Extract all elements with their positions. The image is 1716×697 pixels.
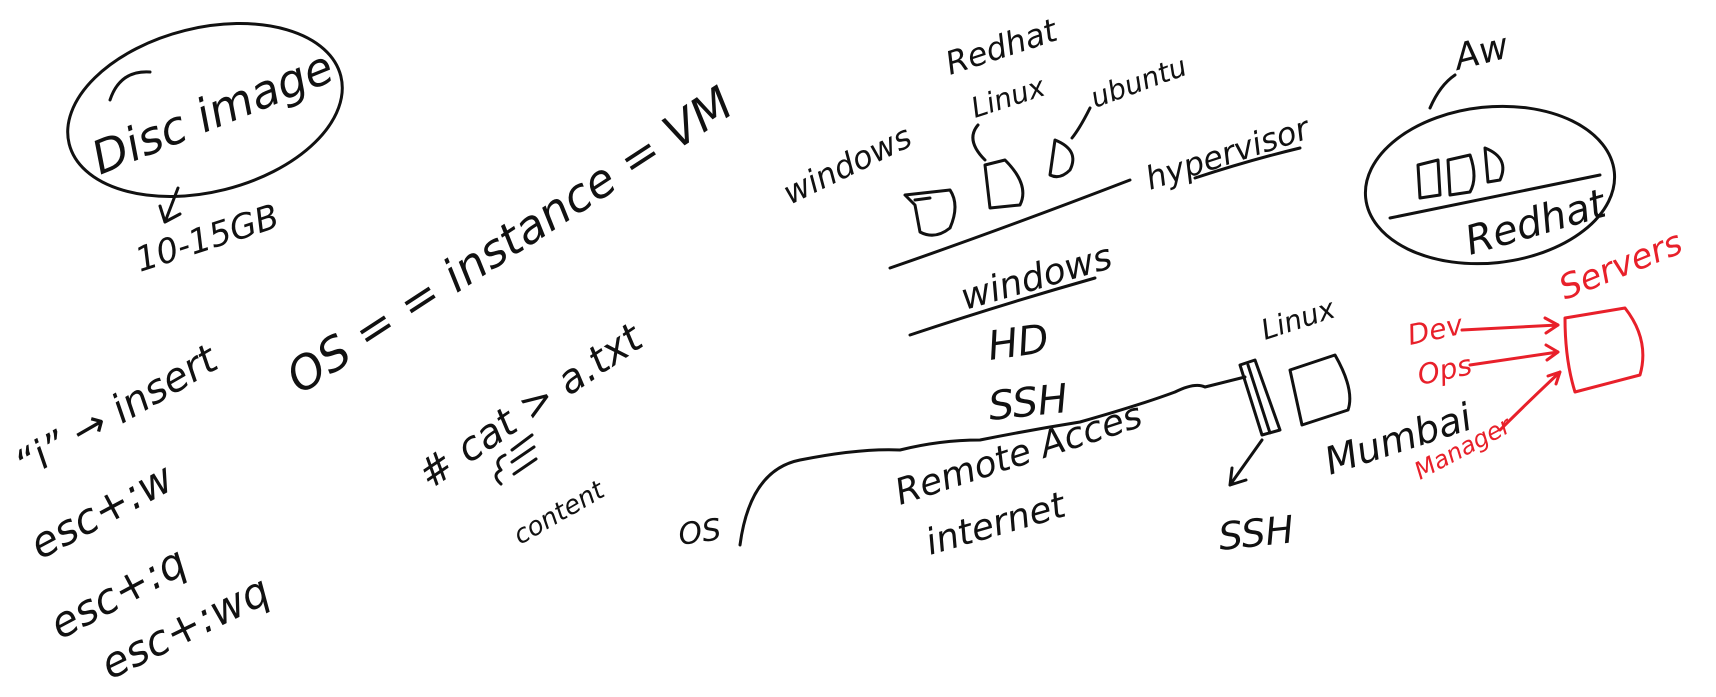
ssh-arrow bbox=[1228, 438, 1264, 487]
content-brace bbox=[494, 433, 538, 486]
linux-server-left bbox=[1238, 358, 1282, 437]
vm-box-1 bbox=[903, 188, 957, 237]
hypervisor-line bbox=[888, 178, 1132, 270]
dev-arrow bbox=[1460, 316, 1560, 335]
linux-label: Linux bbox=[967, 70, 1049, 125]
aws-pointer bbox=[1428, 73, 1457, 110]
hypervisor-label: hypervisor bbox=[1141, 108, 1316, 197]
ssh-top-label: SSH bbox=[986, 376, 1070, 430]
size-label: 10-15GB bbox=[130, 197, 284, 281]
linux-server-right bbox=[1288, 353, 1352, 427]
servers-box bbox=[1563, 306, 1645, 394]
disc-image-circle bbox=[66, 22, 344, 198]
content-label: content bbox=[509, 475, 611, 551]
linux-label-remote: Linux bbox=[1257, 292, 1339, 347]
size-arrow bbox=[158, 186, 182, 224]
aws-divider bbox=[1388, 173, 1602, 220]
remote-connection-line bbox=[738, 375, 1247, 547]
aws-label: Aw bbox=[1448, 26, 1513, 79]
ubuntu-pointer bbox=[1070, 106, 1092, 140]
vm-box-2 bbox=[983, 158, 1025, 210]
vm-box-3 bbox=[1048, 138, 1075, 179]
hypervisor-underline bbox=[1193, 146, 1302, 180]
insert-key-text: “i” → insert bbox=[7, 335, 226, 488]
ssh-bottom-label: SSH bbox=[1216, 507, 1296, 559]
redhat-label: Redhat bbox=[941, 11, 1063, 83]
ubuntu-label: ubuntu bbox=[1086, 49, 1191, 114]
ops-arrow bbox=[1468, 343, 1560, 367]
ops-label: Ops bbox=[1415, 348, 1475, 392]
aws-vm-boxes bbox=[1416, 146, 1505, 200]
redhat-pointer bbox=[971, 123, 987, 162]
hd-line bbox=[908, 276, 1097, 337]
os-equation: OS = = instance = VM bbox=[277, 76, 743, 405]
disc-image-label: Disc image bbox=[84, 39, 341, 185]
aws-circle bbox=[1363, 104, 1617, 266]
aws-redhat-label: Redhat bbox=[1460, 181, 1612, 265]
windows-top-label: windows bbox=[777, 118, 918, 213]
disc-image-tail bbox=[108, 70, 152, 102]
cat-command-text: # cat > a.txt bbox=[410, 314, 652, 498]
hd-label: HD bbox=[985, 316, 1052, 370]
manager-arrow bbox=[1498, 370, 1562, 432]
os-client-label: OS bbox=[676, 512, 723, 553]
dev-label: Dev bbox=[1405, 308, 1466, 352]
